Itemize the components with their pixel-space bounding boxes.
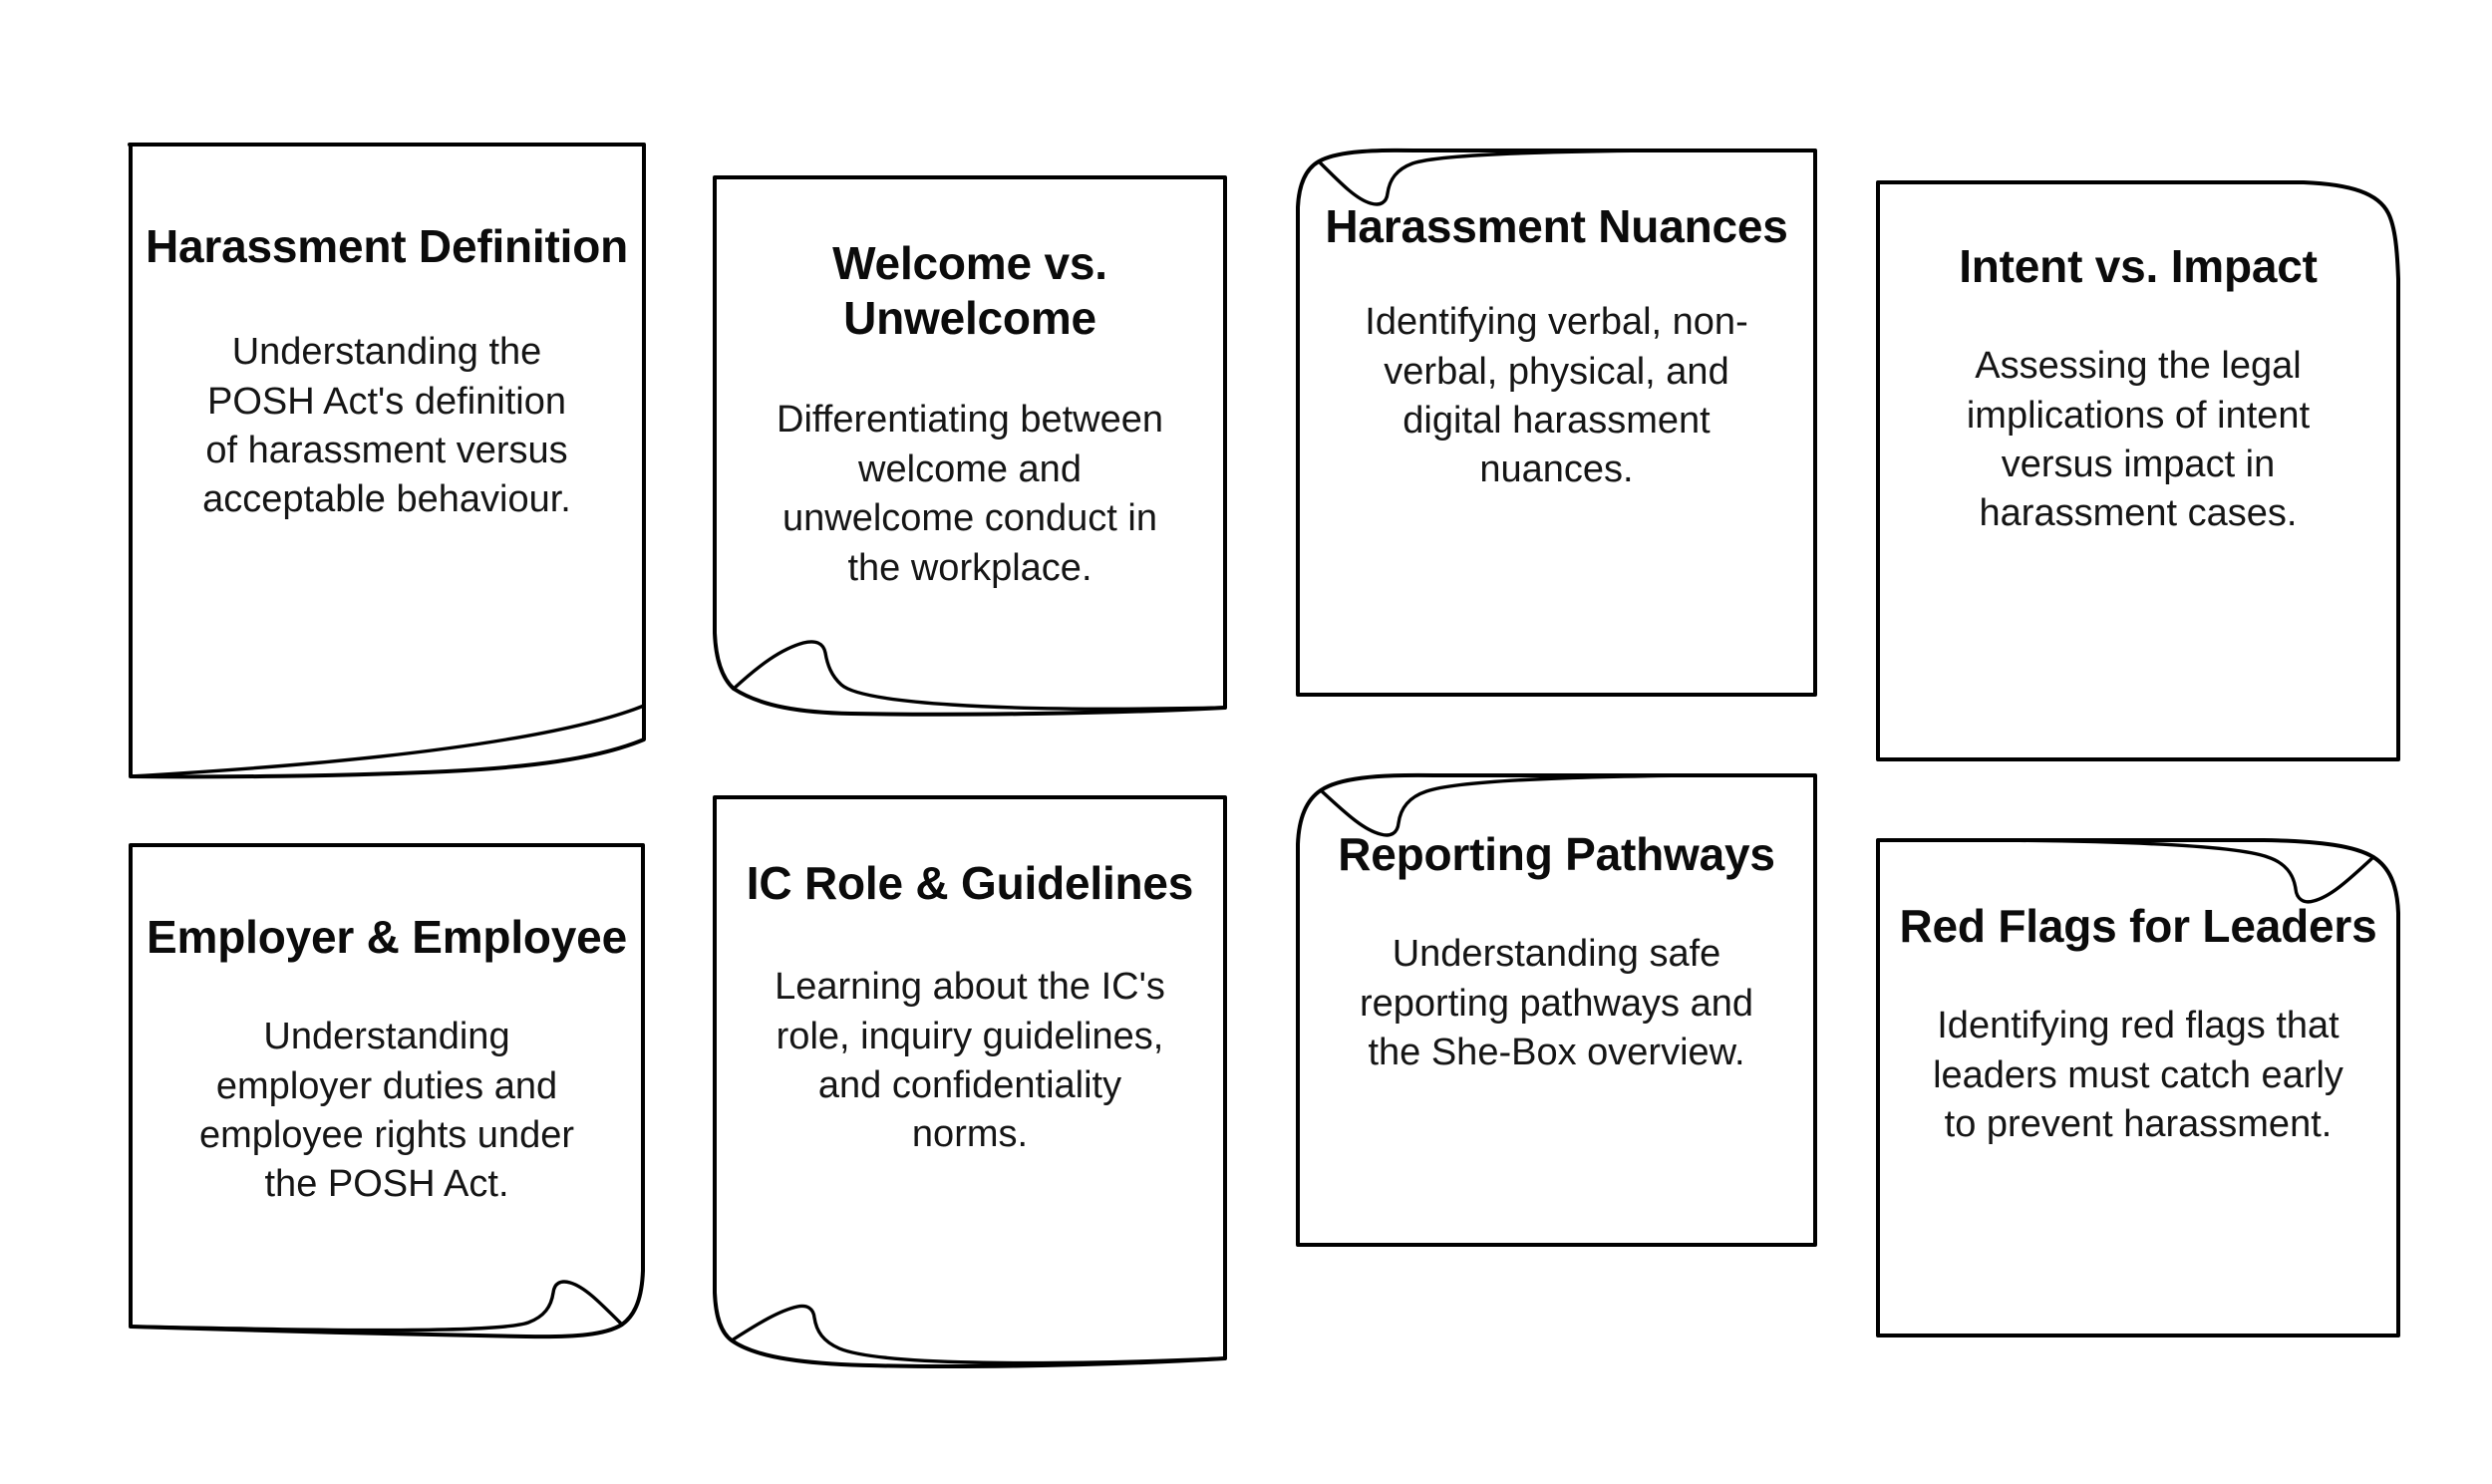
card-welcome-vs-unwelcome[interactable]: Welcome vs. Unwelcome Differentiating be…	[712, 174, 1228, 726]
card-body: Differentiating between welcome and unwe…	[777, 399, 1163, 589]
card-body: Assessing the legal implications of inte…	[1966, 345, 2311, 535]
card-title: IC Role & Guidelines	[746, 857, 1194, 909]
card-body: Understanding the POSH Act's definition …	[202, 331, 571, 521]
card-body: Identifying verbal, non-verbal, physical…	[1365, 301, 1748, 491]
card-body: Understanding employer duties and employ…	[199, 1016, 574, 1206]
card-title: Reporting Pathways	[1338, 828, 1775, 880]
card-harassment-definition[interactable]: Harassment Definition Understanding the …	[128, 142, 646, 785]
card-reporting-pathways[interactable]: Reporting Pathways Understanding safe re…	[1295, 772, 1818, 1248]
card-body: Identifying red flags that leaders must …	[1933, 1005, 2343, 1145]
card-employer-and-employee[interactable]: Employer & Employee Understanding employ…	[128, 842, 646, 1340]
card-title: Harassment Nuances	[1325, 200, 1788, 252]
card-intent-vs-impact[interactable]: Intent vs. Impact Assessing the legal im…	[1875, 179, 2401, 762]
card-body: Understanding safe reporting pathways an…	[1359, 933, 1754, 1073]
card-title: Harassment Definition	[145, 220, 628, 272]
card-ic-role-and-guidelines[interactable]: IC Role & Guidelines Learning about the …	[712, 794, 1228, 1372]
card-red-flags-for-leaders[interactable]: Red Flags for Leaders Identifying red fl…	[1875, 837, 2401, 1338]
card-harassment-nuances[interactable]: Harassment Nuances Identifying verbal, n…	[1295, 148, 1818, 698]
card-title: Red Flags for Leaders	[1899, 900, 2377, 952]
card-title: Intent vs. Impact	[1959, 240, 2318, 292]
card-body: Learning about the IC's role, inquiry gu…	[775, 966, 1165, 1156]
card-title: Employer & Employee	[147, 911, 627, 963]
card-title: Welcome vs. Unwelcome	[832, 237, 1107, 345]
